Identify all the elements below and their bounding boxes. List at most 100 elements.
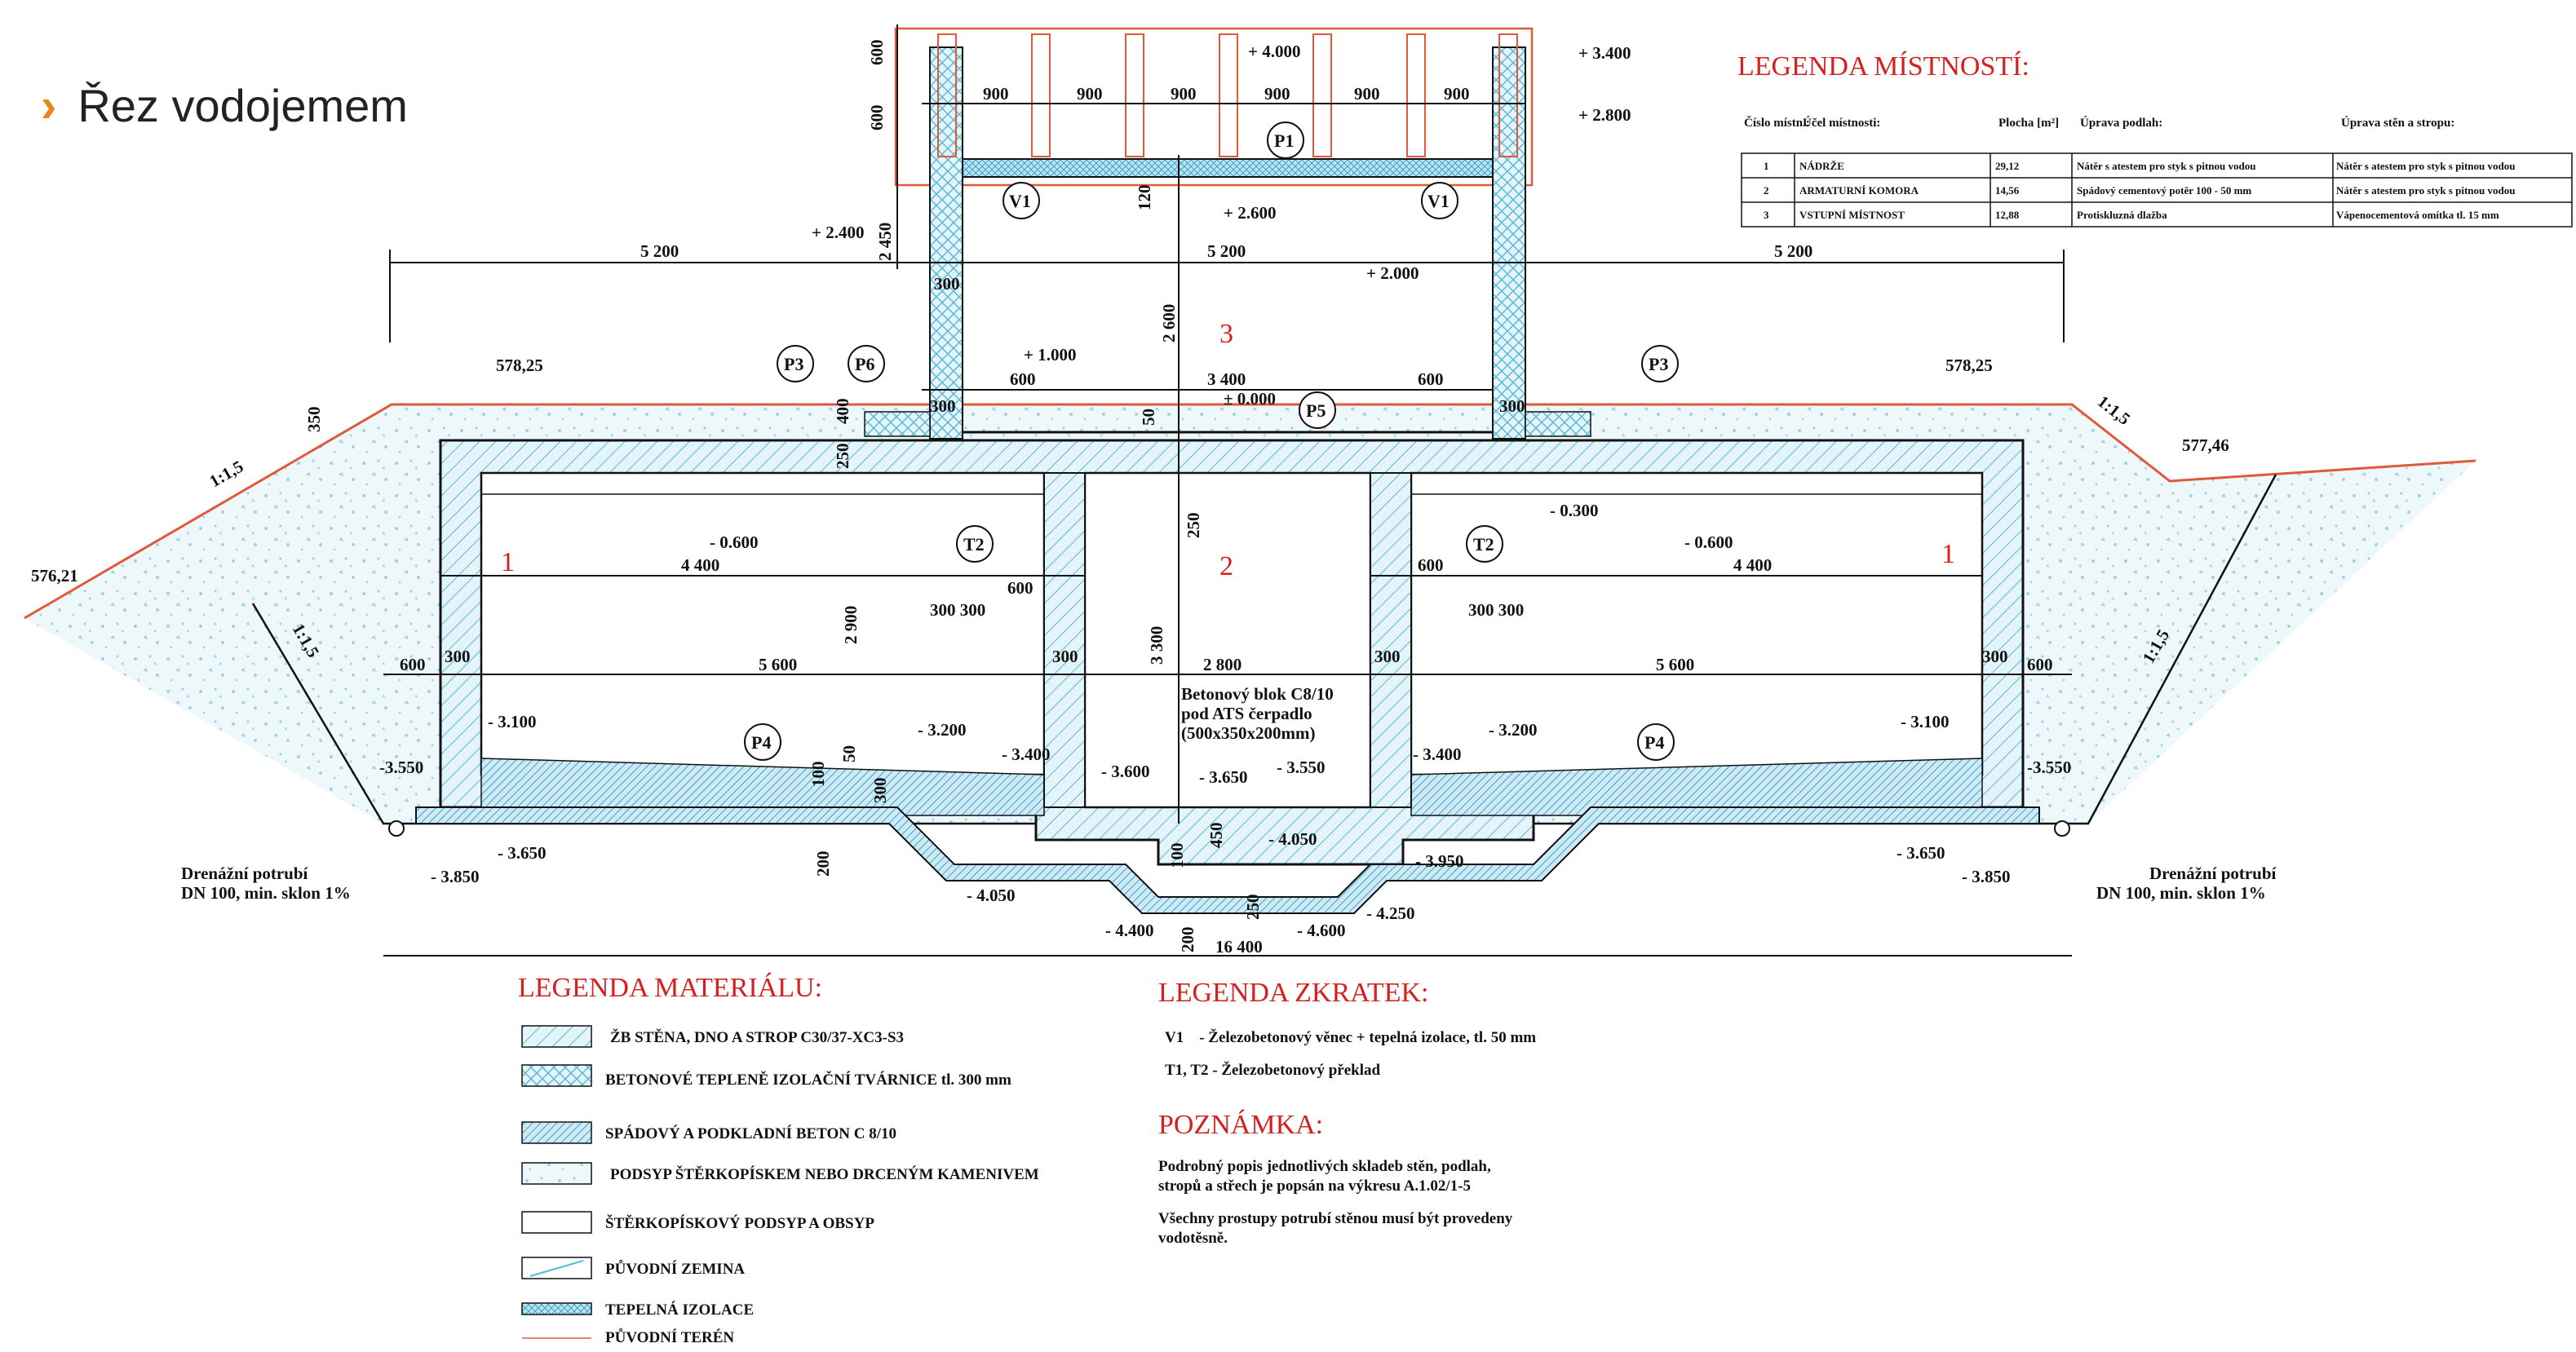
material-item-6: PŮVODNÍ ZEMINA [605, 1260, 745, 1278]
level-top-4000: + 4.000 [1248, 42, 1300, 61]
dim-350: 350 [304, 407, 324, 433]
dim-4400-right: 4 400 [1733, 555, 1772, 575]
dim-900-5: 900 [1354, 84, 1380, 104]
room3-purpose: VSTUPNÍ MÍSTNOST [1799, 209, 1905, 221]
rooms-legend-title: LEGENDA MÍSTNOSTÍ: [1737, 51, 2029, 82]
mark-P4-left: P4 [751, 732, 771, 753]
room3-walls: Vápenocementová omítka tl. 15 mm [2336, 209, 2499, 221]
dim-200-a: 200 [813, 851, 833, 877]
dim-300-h: 300 [870, 778, 890, 804]
tank-right-interior [1410, 471, 1984, 776]
room3-area: 12,88 [1995, 209, 2020, 221]
material-item-8: PŮVODNÍ TERÉN [605, 1328, 734, 1346]
rooms-col-area: Plocha [m²] [1998, 117, 2059, 130]
level-minus-3650-left: - 3.650 [498, 843, 547, 863]
abbr-item-2: T1, T2 - Železobetonový překlad [1165, 1061, 1381, 1079]
room-number-left: 1 [501, 547, 515, 577]
room3-number: 3 [1764, 209, 1769, 221]
dim-300300-left: 300 300 [930, 600, 985, 620]
room1-purpose: NÁDRŽE [1799, 160, 1844, 172]
material-item-4: PODSYP ŠTĚRKOPÍSKEM NEBO DRCENÝM KAMENIV… [610, 1165, 1039, 1183]
dim-2800: 2 800 [1203, 655, 1242, 674]
dim-900-2: 900 [1077, 84, 1103, 104]
dim-50: 50 [1139, 409, 1158, 426]
slope-right-top: 1:1,5 [2094, 391, 2134, 429]
dim-120: 120 [1135, 185, 1154, 211]
mark-P5: P5 [1306, 400, 1326, 421]
dim-100-b: 100 [1167, 843, 1187, 869]
level-minus-3550-left: -3.550 [379, 758, 423, 777]
dim-600-g: 600 [400, 655, 426, 674]
mark-P4-right: P4 [1644, 732, 1664, 753]
level-minus-3650-center: - 3.650 [1199, 767, 1248, 787]
abbr-item-1: V1 - Železobetonový věnec + tepelná izol… [1165, 1028, 1536, 1046]
mark-T2-right: T2 [1473, 534, 1494, 554]
level-top-2000: + 2.000 [1366, 263, 1419, 283]
rooms-col-floor: Úprava podlah: [2080, 116, 2162, 130]
dim-600-f: 600 [1418, 555, 1444, 575]
room-number-chamber: 2 [1219, 551, 1233, 581]
level-minus-3200-left: - 3.200 [918, 720, 967, 740]
step-right [1525, 411, 1591, 437]
level-minus-3400-left: - 3.400 [1002, 744, 1051, 764]
level-minus-4050-left: - 4.050 [967, 886, 1016, 905]
entrance-ceiling [962, 158, 1494, 178]
level-minus-4400: - 4.400 [1105, 921, 1154, 940]
entrance-wall-right [1492, 46, 1526, 440]
remark-line-2: stropů a střech je popsán na výkresu A.1… [1158, 1177, 1471, 1195]
dim-16400: 16 400 [1215, 937, 1263, 957]
mark-T2-left: T2 [963, 534, 985, 554]
level-plus-1000: + 1.000 [1024, 345, 1076, 365]
rooms-col-walls: Úprava stěn a stropu: [2341, 116, 2454, 130]
dim-600-d: 600 [1418, 369, 1444, 389]
swatch-gravel-bed [521, 1162, 592, 1185]
level-minus-3550-center: - 3.550 [1277, 758, 1326, 777]
dim-3300: 3 300 [1147, 626, 1166, 665]
room3-floor: Protiskluzná dlažba [2077, 209, 2167, 221]
mark-P3-left: P3 [784, 354, 803, 374]
drain-pipe-left [388, 820, 405, 837]
level-minus-4600: - 4.600 [1297, 921, 1346, 940]
mark-P6: P6 [855, 354, 874, 374]
level-minus-3550-right: -3.550 [2027, 758, 2071, 777]
swatch-insulating-blocks [521, 1064, 592, 1087]
dim-300-b: 300 [930, 396, 956, 416]
material-item-2: BETONOVÉ TEPLENĚ IZOLAČNÍ TVÁRNICE tl. 3… [605, 1071, 1011, 1089]
block-note-line1: Betonový blok C8/10 [1181, 684, 1334, 704]
level-minus-0300: - 0.300 [1550, 501, 1599, 520]
level-minus-0600-right: - 0.600 [1684, 532, 1733, 552]
level-minus-3950: - 3.950 [1415, 851, 1464, 871]
dim-600-e: 600 [1007, 578, 1033, 598]
remark-line-4: vodotěsně. [1158, 1230, 1228, 1247]
roof-columns [937, 33, 1518, 157]
swatch-thermal-insulation [521, 1302, 592, 1315]
dim-5600-left: 5 600 [759, 655, 797, 674]
rooms-col-number: Číslo místn.: [1744, 116, 1810, 130]
level-zero: ± 0.000 [1224, 389, 1276, 409]
level-minus-3100-right: - 3.100 [1901, 712, 1950, 731]
rooms-table-grid [1741, 152, 2573, 228]
dim-300-g: 300 [1982, 647, 2008, 666]
circle-marks [744, 122, 1679, 761]
dim-200-b: 200 [1178, 927, 1197, 953]
level-minus-4250: - 4.250 [1366, 904, 1415, 923]
dim-5600-right: 5 600 [1656, 655, 1694, 674]
step-left [864, 411, 931, 437]
abbr-legend-title: LEGENDA ZKRATEK: [1158, 978, 1428, 1008]
room1-area: 29,12 [1995, 160, 2019, 172]
dim-3400: 3 400 [1207, 369, 1246, 389]
drain-right-line2: DN 100, min. sklon 1% [2096, 883, 2266, 903]
dim-900-4: 900 [1264, 84, 1290, 104]
room2-floor: Spádový cementový potěr 100 - 50 mm [2077, 184, 2251, 197]
terrain-578-right: 578,25 [1945, 356, 1993, 375]
entrance-wall-left [929, 46, 963, 440]
mark-V1-left: V1 [1009, 191, 1031, 211]
level-top-3400: + 3.400 [1578, 43, 1631, 63]
terrain-578-left: 578,25 [496, 356, 543, 375]
dim-100-a: 100 [808, 762, 828, 788]
dim-5200-mid: 5 200 [1207, 241, 1246, 261]
material-item-1: ŽB STĚNA, DNO A STROP C30/37-XC3-S3 [610, 1028, 904, 1046]
dim-250-b: 250 [1184, 513, 1203, 539]
dim-4400-left: 4 400 [681, 555, 719, 575]
material-item-5: ŠTĚRKOPÍSKOVÝ PODSYP A OBSYP [605, 1214, 874, 1232]
